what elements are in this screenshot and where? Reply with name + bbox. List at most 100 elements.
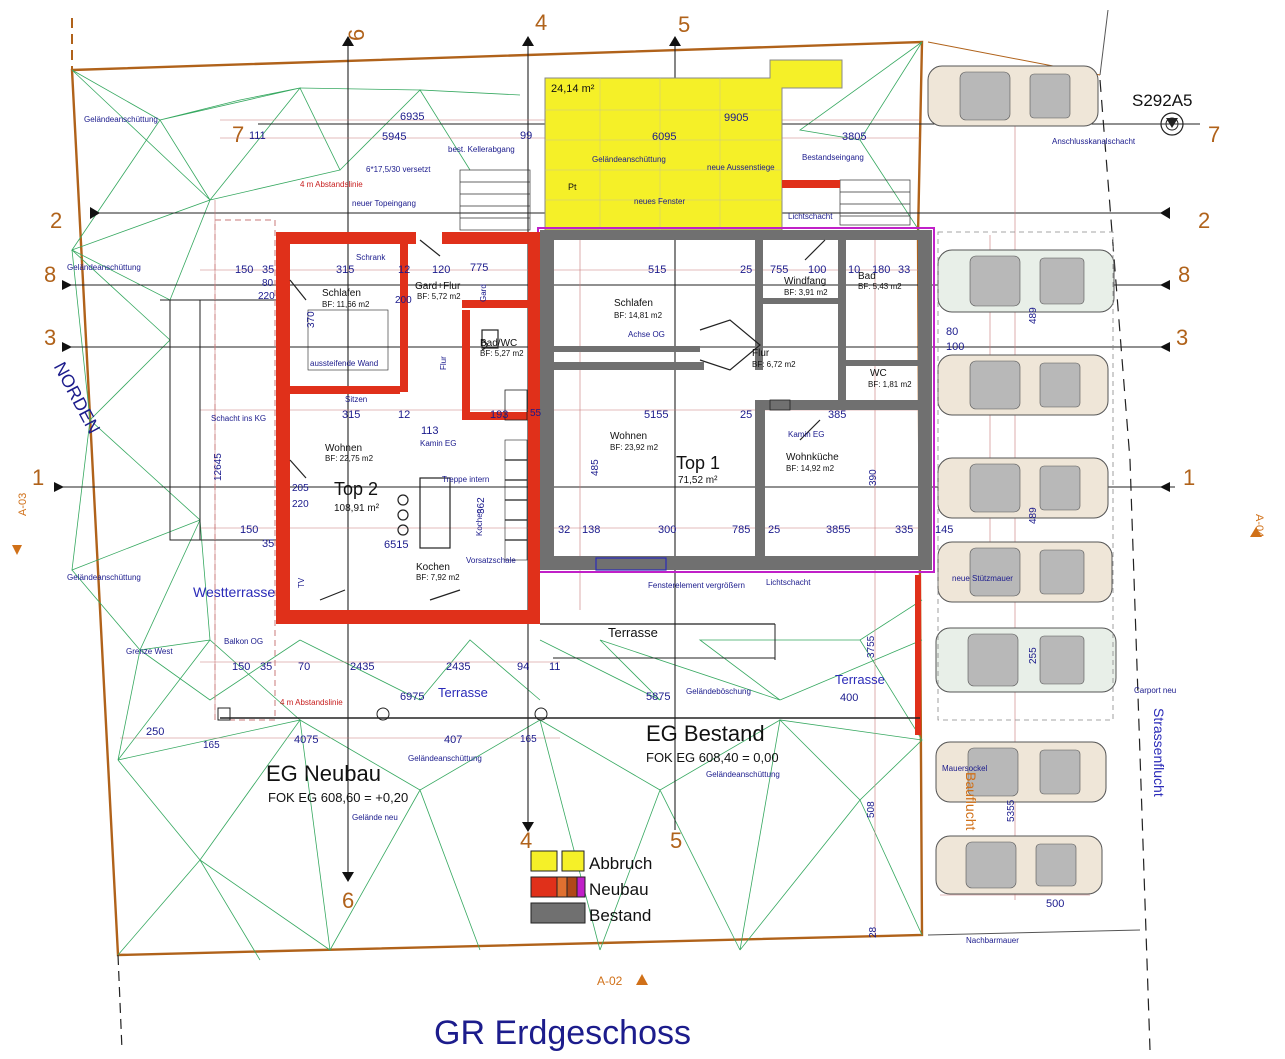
note: Vorsatzschale — [466, 556, 516, 565]
dim: 205 — [292, 483, 309, 494]
note: Grenze West — [126, 647, 173, 656]
car — [937, 457, 1109, 519]
note: Bestandseingang — [802, 153, 864, 162]
dim: 113 — [421, 425, 439, 437]
room-bf: BF: 5,72 m2 — [417, 292, 461, 301]
terrasse-label: Terrasse — [608, 625, 658, 640]
survey-marker-icon — [1160, 112, 1184, 136]
dim: 12 — [398, 409, 410, 421]
note: Schrank — [356, 253, 386, 262]
dim: 25 — [740, 409, 752, 421]
axis-label-2-right: 2 — [1198, 208, 1210, 233]
unit-top1-area: 71,52 m² — [678, 475, 718, 486]
dim: 150 — [240, 524, 258, 536]
note: aussteifende Wand — [310, 359, 378, 368]
dim: 80 — [262, 278, 274, 289]
room-name: WC — [870, 368, 887, 379]
axis-label-1-left: 1 — [32, 465, 44, 490]
abbruch-area-label: 24,14 m² — [551, 83, 595, 95]
note: 4 m Abstandslinie — [280, 698, 343, 707]
section-ref-icons — [12, 527, 1262, 985]
abbruch-area — [544, 59, 843, 231]
dim: 11 — [549, 661, 560, 673]
room-name: Schlafen — [614, 298, 653, 309]
dim: 220 — [292, 499, 309, 510]
unit-top1-name: Top 1 — [676, 453, 720, 473]
unit-top2-area: 108,91 m² — [334, 503, 380, 514]
note: neue Stützmauer — [952, 574, 1013, 583]
axis-label-8-left: 8 — [44, 262, 56, 287]
room-bf: BF: 11,66 m2 — [322, 300, 370, 309]
dim: 255 — [1028, 647, 1039, 664]
axis-label-4-bottom: 4 — [520, 828, 532, 853]
room-bf: BF: 14,92 m2 — [786, 464, 835, 473]
dim: 12645 — [213, 453, 224, 481]
room-bf: BF: 6,72 m2 — [752, 360, 796, 369]
legend-item-neubau: Neubau — [530, 876, 649, 899]
note: Achse OG — [628, 330, 665, 339]
car — [935, 741, 1107, 803]
dim: 35 — [260, 661, 272, 673]
note: Balkon OG — [224, 637, 263, 646]
room-bf: BF: 5,43 m2 — [858, 282, 902, 291]
dim: 12 — [398, 264, 410, 276]
note: Kamin EG — [788, 430, 824, 439]
dim: 2435 — [350, 661, 374, 673]
dim: 775 — [470, 262, 488, 274]
dim: 5155 — [644, 409, 668, 421]
unit-top2-name: Top 2 — [334, 479, 378, 499]
note: TV — [297, 577, 306, 588]
axis-label-3-right: 3 — [1176, 325, 1188, 350]
dim: 6515 — [384, 539, 408, 551]
dim: 6095 — [652, 131, 676, 143]
dim: 335 — [895, 524, 913, 536]
note: Mauersockel — [942, 764, 988, 773]
car — [927, 65, 1099, 127]
note: 6*17,5/30 versetzt — [366, 165, 431, 174]
dim: 25 — [768, 524, 780, 536]
dim: 485 — [590, 459, 601, 476]
car — [935, 627, 1117, 693]
legend-item-bestand: Bestand — [530, 902, 651, 925]
room-bf: BF: 14,81 m2 — [614, 311, 663, 320]
note: Geländeanschüttung — [84, 115, 158, 124]
note: Carport neu — [1134, 686, 1176, 695]
dim: 3855 — [826, 524, 850, 536]
note: Gard — [479, 284, 488, 302]
dim: 165 — [520, 734, 537, 745]
dim: 390 — [868, 469, 879, 486]
dim: 200 — [395, 295, 412, 306]
note: Geländeböschung — [686, 687, 751, 696]
dim: 25 — [740, 264, 752, 276]
legend: Abbruch Neubau Bestand — [530, 850, 652, 925]
section-ref-left: A-03 — [17, 493, 29, 516]
note: Sitzen — [345, 395, 367, 404]
dim: 220 — [258, 291, 275, 302]
dim: 145 — [935, 524, 953, 536]
note: neue Aussenstiege — [707, 163, 775, 172]
legend-label: Bestand — [589, 906, 651, 925]
eg-neubau-label: EG Neubau — [266, 761, 381, 786]
cars — [927, 65, 1117, 895]
room-name: Wohnküche — [786, 452, 839, 463]
dim: 99 — [520, 130, 532, 142]
dim: 150 — [235, 264, 253, 276]
fok-neubau-label: FOK EG 608,60 = +0,20 — [268, 790, 408, 805]
west-terrace-frame — [160, 219, 920, 721]
legend-item-abbruch: Abbruch — [530, 850, 652, 873]
eg-bestand-label: EG Bestand — [646, 721, 765, 746]
dim: 33 — [898, 264, 910, 276]
page-title: GR Erdgeschoss — [434, 1014, 691, 1052]
dim: 250 — [146, 726, 164, 738]
legend-label: Abbruch — [589, 854, 652, 873]
note: neues Fenster — [634, 197, 685, 206]
dim: 180 — [872, 264, 890, 276]
dim: 55 — [530, 408, 542, 419]
room-bf: BF: 22,75 m2 — [325, 454, 374, 463]
axis-markers — [54, 36, 1170, 882]
dim: 5355 — [1006, 799, 1017, 822]
note: Kochen — [475, 509, 484, 536]
dim: 94 — [517, 661, 529, 673]
axis-label-7-left: 7 — [232, 122, 244, 147]
note: Nachbarmauer — [966, 936, 1019, 945]
